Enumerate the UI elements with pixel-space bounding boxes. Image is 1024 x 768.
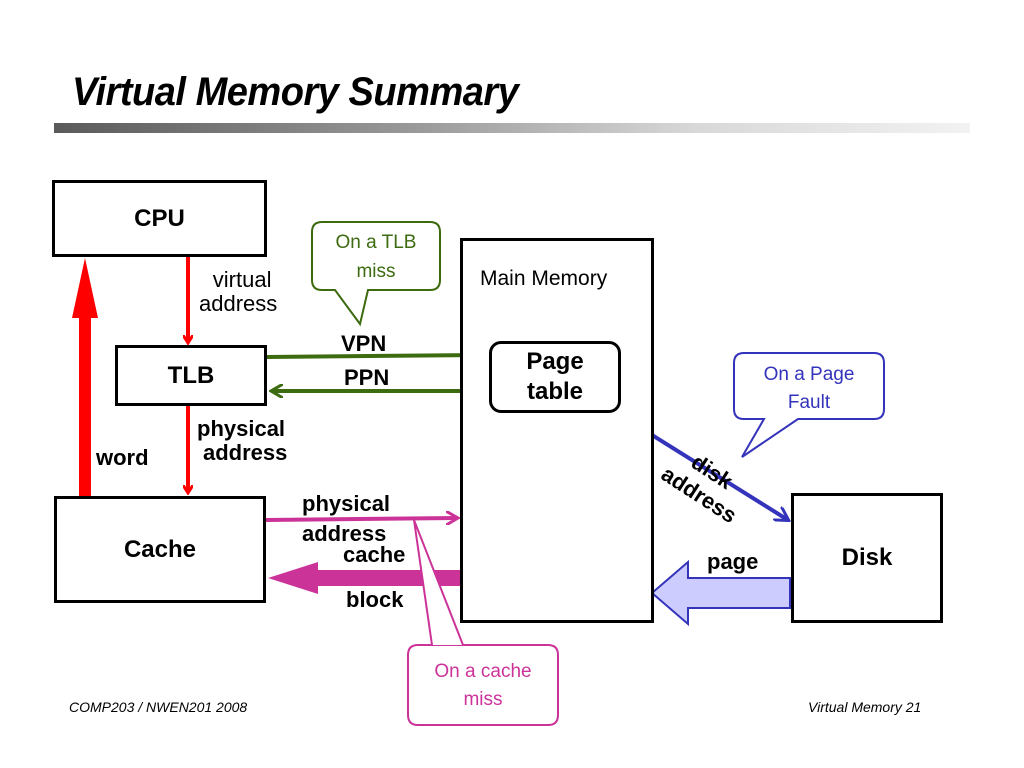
page-label: page: [707, 549, 759, 574]
tlb-miss-line2: miss: [356, 261, 396, 282]
cache-block-arrow: [268, 562, 465, 594]
page-fault-line1: On a Page: [763, 364, 855, 385]
word-label: word: [96, 445, 149, 470]
cpu-label: CPU: [134, 204, 185, 232]
cache-miss-callout-pointer: [413, 519, 464, 646]
title-underline: [54, 123, 970, 133]
tlb-label: TLB: [167, 361, 215, 389]
main-memory-box: [460, 238, 654, 623]
cache-label: Cache: [123, 535, 197, 563]
block-label-text: block: [346, 587, 404, 612]
tlb-physical-address-label: physical address: [197, 417, 287, 465]
physical-label: physical: [302, 491, 391, 516]
footer-page: Virtual Memory 21: [808, 699, 922, 715]
tlb-box: TLB: [115, 345, 267, 406]
page-table-box: Page table: [489, 341, 621, 413]
virtual-label: virtual: [212, 267, 272, 292]
cache-label-text: cache: [343, 542, 406, 567]
disk-label: Disk: [841, 544, 893, 571]
vpn-label: VPN: [341, 331, 387, 356]
main-memory-label: Main Memory: [480, 267, 608, 290]
ppn-label: PPN: [344, 365, 390, 390]
page-fault-callout-shape: [733, 352, 885, 458]
cache-miss-line2: miss: [463, 689, 503, 710]
page-table-label-line2: table: [526, 378, 583, 405]
tlb-miss-line1: On a TLB: [335, 232, 417, 253]
page-fault-line2: Fault: [787, 392, 831, 413]
cache-miss-line1: On a cache: [434, 661, 532, 682]
page-fault-callout: On a Page Fault: [734, 361, 884, 417]
cache-box: Cache: [54, 496, 266, 603]
cache-miss-callout-shape: [407, 644, 559, 726]
word-arrow: [72, 258, 98, 497]
cpu-box: CPU: [52, 180, 267, 257]
tlb-miss-callout-shape: [311, 221, 441, 327]
slide-title: Virtual Memory Summary: [72, 70, 519, 114]
address-label: address: [203, 440, 288, 465]
page-table-label-line1: Page: [526, 348, 584, 375]
physical-label: physical: [197, 416, 286, 441]
tlb-miss-callout: On a TLB miss: [312, 228, 440, 286]
cache-miss-callout: On a cache miss: [408, 658, 558, 714]
page-arrow: [650, 559, 791, 627]
address-label: address: [302, 521, 387, 546]
virtual-address-label: virtual address: [199, 268, 277, 316]
cache-physical-address-arrow: [265, 518, 457, 520]
cache-physical-address-label: physical address: [302, 489, 390, 549]
footer-course: COMP203 / NWEN201 2008: [69, 699, 248, 715]
disk-box: Disk: [791, 493, 943, 623]
address-label: address: [199, 291, 278, 316]
vpn-arrow: [265, 355, 482, 357]
